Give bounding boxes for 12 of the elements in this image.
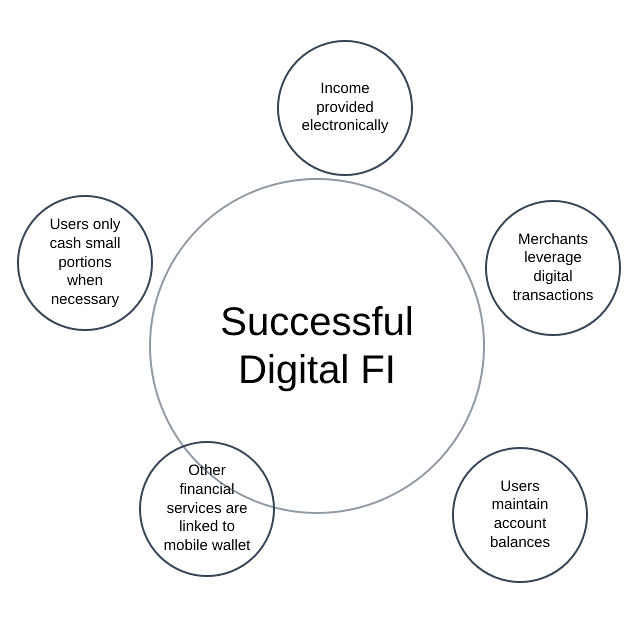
node-label: Income provided electronically xyxy=(300,80,390,136)
circle-node xyxy=(17,195,153,331)
node-label: Other financial services are linked to mobile wallet xyxy=(162,462,252,556)
circle-node xyxy=(452,447,588,583)
circle-node xyxy=(277,40,413,176)
node-label: Users maintain account balances xyxy=(488,478,552,552)
node-label: Merchants leverage digital transactions xyxy=(512,230,594,306)
circle-node xyxy=(139,441,275,577)
circle-node xyxy=(485,200,621,336)
center-title: Successful Digital FI xyxy=(219,299,415,394)
node-label: Users only cash small portions when necessary xyxy=(48,216,122,310)
circle-node xyxy=(149,178,485,514)
